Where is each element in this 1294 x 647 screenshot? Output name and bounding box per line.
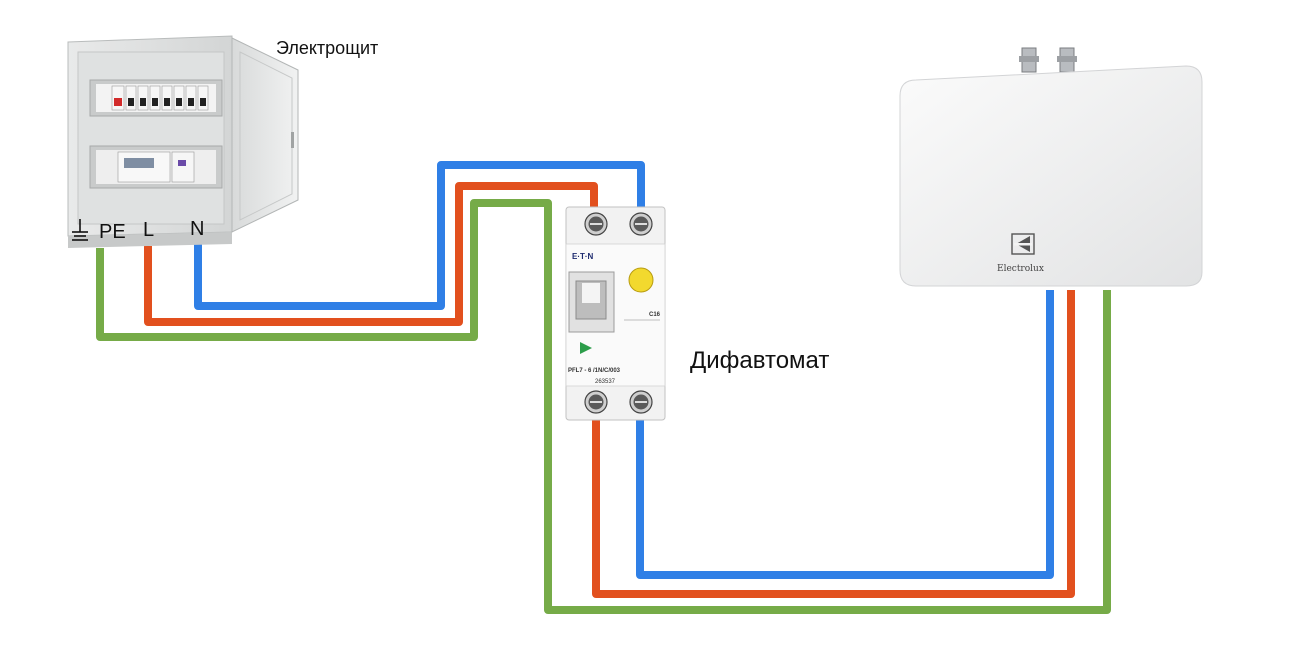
water-heater: Electrolux	[899, 47, 1203, 287]
panel-terminals: PE L N	[72, 218, 204, 243]
earth-wire-panel-to-heater	[96, 199, 1111, 614]
heater-brand: Electrolux	[997, 264, 1044, 274]
water-fittings	[1019, 47, 1077, 73]
electrolux-logo-icon	[1011, 233, 1035, 255]
electrical-panel	[67, 35, 299, 248]
rcbo-breaker: E·T·N C16 PFL7 - 6 /1N/C/003 263537	[565, 206, 666, 421]
top-terminal-screws	[584, 212, 653, 236]
neutral-wire-panel-to-breaker	[194, 161, 645, 310]
panel-breakers	[111, 85, 209, 111]
bottom-terminal-screws	[584, 390, 653, 414]
terminal-n-label: N	[190, 218, 204, 240]
test-button-icon	[628, 267, 654, 293]
panel-label: Электрощит	[276, 38, 378, 58]
breaker-rating: C16	[649, 312, 661, 318]
breaker-serial: 263537	[595, 379, 616, 385]
phase-wire-panel-to-breaker	[144, 182, 598, 326]
breaker-brand: E·T·N	[572, 252, 594, 261]
neutral-wire-breaker-to-heater	[636, 290, 1054, 579]
phase-wire-breaker-to-heater	[592, 290, 1075, 598]
wires	[96, 161, 1111, 614]
trip-indicator-icon	[580, 342, 592, 354]
terminal-l-label: L	[143, 219, 154, 241]
earth-symbol-icon	[72, 219, 88, 241]
terminal-pe-label: PE	[99, 221, 126, 243]
breaker-label: Дифавтомат	[690, 347, 829, 374]
panel-meter	[117, 151, 195, 183]
breaker-model: PFL7 - 6 /1N/C/003	[568, 368, 621, 374]
